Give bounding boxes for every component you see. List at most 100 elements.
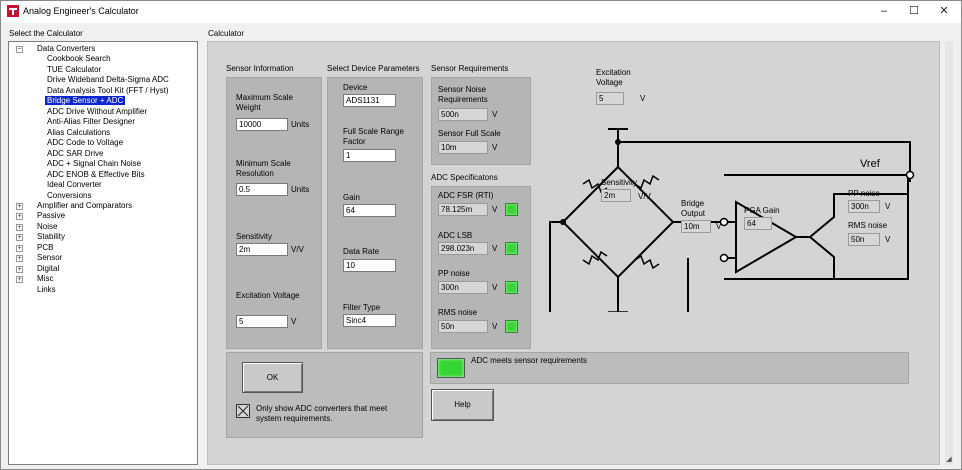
filter-type-select[interactable]: Sinc4 xyxy=(343,314,396,327)
tree-leaf[interactable]: Alias Calculations xyxy=(47,128,110,137)
tree-leaf[interactable]: Anti-Alias Filter Designer xyxy=(47,117,135,126)
tree-leaf[interactable]: ADC Code to Voltage xyxy=(47,138,123,147)
tree-leaf-selected[interactable]: Bridge Sensor + ADC xyxy=(45,96,125,105)
tree-leaf[interactable]: ADC ENOB & Effective Bits xyxy=(47,170,145,179)
bridge-output-value: 10m xyxy=(681,220,711,233)
adc-pp-noise-value: 300n xyxy=(438,281,488,294)
tree-node[interactable]: Digital xyxy=(37,264,59,273)
tree-node[interactable]: Sensor xyxy=(37,253,62,262)
calculator-label: Calculator xyxy=(208,29,244,38)
adc-lsb-value: 298.023n xyxy=(438,242,488,255)
tree-node[interactable]: Links xyxy=(37,285,56,294)
schem-excitation-label: Excitation Voltage xyxy=(596,68,644,88)
calculator-tree[interactable]: − Data Converters Cookbook Search TUE Ca… xyxy=(8,41,198,465)
bridge-output-label: Bridge Output xyxy=(681,199,711,219)
node-dot-icon xyxy=(560,219,566,225)
full-scale-unit: V xyxy=(492,143,497,152)
sensor-req-panel: Sensor Noise Requirements 500n V Sensor … xyxy=(431,77,531,165)
expand-icon[interactable]: + xyxy=(16,203,23,210)
collapse-icon[interactable]: − xyxy=(16,46,23,53)
tree-leaf[interactable]: ADC Drive Without Amplifier xyxy=(47,107,147,116)
adc-fsr-led-icon xyxy=(505,203,518,216)
tree-leaf[interactable]: Cookbook Search xyxy=(47,54,111,63)
pga-input-node-icon xyxy=(721,255,728,262)
schem-sensitivity-value: 2m xyxy=(601,189,631,202)
tree-node[interactable]: Misc xyxy=(37,274,53,283)
filter-type-label: Filter Type xyxy=(343,303,380,313)
data-rate-label: Data Rate xyxy=(343,247,379,257)
expand-icon[interactable]: + xyxy=(16,266,23,273)
min-resolution-unit: Units xyxy=(291,185,309,194)
device-params-title: Select Device Parameters xyxy=(327,64,419,73)
tree-label: Select the Calculator xyxy=(9,29,83,38)
calculator-scrollbar[interactable] xyxy=(945,41,953,465)
resistor-icon xyxy=(635,256,659,268)
minimize-button[interactable]: – xyxy=(869,1,899,23)
schem-excitation-value: 5 xyxy=(596,92,624,105)
sensitivity-input[interactable]: 2m xyxy=(236,243,288,256)
maximize-button[interactable]: ☐ xyxy=(899,1,929,23)
sensitivity-unit: V/V xyxy=(291,245,304,254)
ok-panel: OK Only show ADC converters that meet sy… xyxy=(226,352,423,438)
title-bar: Analog Engineer's Calculator – ☐ ✕ xyxy=(1,1,961,23)
full-scale-label: Sensor Full Scale xyxy=(438,129,501,139)
schem-sensitivity-unit: V/V xyxy=(638,192,651,201)
status-panel: ADC meets sensor requirements xyxy=(430,352,909,384)
sensitivity-label: Sensitivity xyxy=(236,232,272,242)
expand-icon[interactable]: + xyxy=(16,224,23,231)
pga-input-node-icon xyxy=(721,219,728,226)
expand-icon[interactable]: + xyxy=(16,213,23,220)
close-button[interactable]: ✕ xyxy=(929,1,959,23)
excitation-input[interactable]: 5 xyxy=(236,315,288,328)
tree-node[interactable]: Stability xyxy=(37,232,65,241)
tree-node[interactable]: Passive xyxy=(37,211,65,220)
tree-node[interactable]: Amplifier and Comparators xyxy=(37,201,132,210)
tree-node[interactable]: Noise xyxy=(37,222,57,231)
tree-leaf[interactable]: Ideal Converter xyxy=(47,180,102,189)
expand-icon[interactable]: + xyxy=(16,245,23,252)
vref-label: Vref xyxy=(860,159,880,169)
resistor-icon xyxy=(635,176,659,188)
tree-leaf[interactable]: Data Analysis Tool Kit (FFT / Hyst) xyxy=(47,86,169,95)
noise-req-label: Sensor Noise Requirements xyxy=(438,85,518,105)
min-resolution-input[interactable]: 0.5 xyxy=(236,183,288,196)
tree-leaf[interactable]: Drive Wideband Delta-Sigma ADC xyxy=(47,75,169,84)
tree-leaf[interactable]: ADC SAR Drive xyxy=(47,149,103,158)
expand-icon[interactable]: + xyxy=(16,234,23,241)
noise-req-unit: V xyxy=(492,110,497,119)
fsr-factor-input[interactable]: 1 xyxy=(343,149,396,162)
ok-button[interactable]: OK xyxy=(242,362,303,393)
tree-node[interactable]: PCB xyxy=(37,243,53,252)
device-select[interactable]: ADS1131 xyxy=(343,94,396,107)
adc-lsb-led-icon xyxy=(505,242,518,255)
filter-checkbox[interactable] xyxy=(236,404,250,418)
max-weight-input[interactable]: 10000 xyxy=(236,118,288,131)
tree-leaf[interactable]: Conversions xyxy=(47,191,91,200)
data-rate-select[interactable]: 10 xyxy=(343,259,396,272)
excitation-unit: V xyxy=(291,317,296,326)
adc-pp-noise-label: PP noise xyxy=(438,269,470,279)
expand-icon[interactable]: + xyxy=(16,255,23,262)
adc-pp-noise-led-icon xyxy=(505,281,518,294)
tree-leaf[interactable]: TUE Calculator xyxy=(47,65,101,74)
tree-leaf[interactable]: ADC + Signal Chain Noise xyxy=(47,159,141,168)
schem-rms-noise-unit: V xyxy=(885,235,890,244)
gain-select[interactable]: 64 xyxy=(343,204,396,217)
excitation-label: Excitation Voltage xyxy=(236,291,306,301)
help-button[interactable]: Help xyxy=(431,389,494,421)
gain-label: Gain xyxy=(343,193,360,203)
adc-fsr-unit: V xyxy=(492,205,497,214)
schem-pp-noise-unit: V xyxy=(885,202,890,211)
tree-node-data-converters[interactable]: Data Converters xyxy=(37,44,95,53)
checkbox-x-icon xyxy=(237,405,249,417)
resize-grip-icon[interactable]: ◢ xyxy=(945,455,953,465)
schem-pp-noise-value: 300n xyxy=(848,200,880,213)
expand-icon[interactable]: + xyxy=(16,276,23,283)
adc-lsb-label: ADC LSB xyxy=(438,231,472,241)
schem-pp-noise-label: PP noise xyxy=(848,189,880,199)
app-logo-icon xyxy=(7,5,19,17)
schem-rms-noise-value: 50n xyxy=(848,233,880,246)
status-led-icon xyxy=(437,358,465,378)
pga-gain-label: PGA Gain xyxy=(744,206,780,216)
